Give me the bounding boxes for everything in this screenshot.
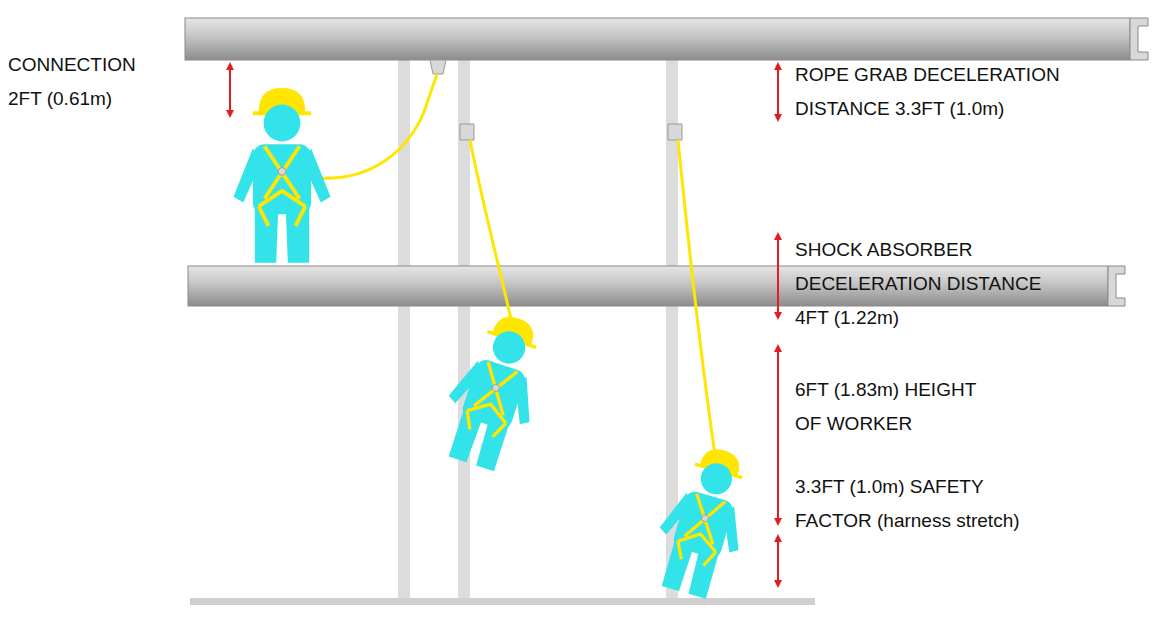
dimension-label: SHOCK ABSORBER DECELERATION DISTANCE 4FT… bbox=[795, 233, 1080, 335]
dimension-label: 3.3FT (1.0m) SAFETY FACTOR (harness stre… bbox=[795, 470, 1045, 538]
dimension-label: CONNECTION 2FT (0.61m) bbox=[8, 48, 168, 116]
dimension-label: 6FT (1.83m) HEIGHT OF WORKER bbox=[795, 373, 1005, 441]
dimension-label: ROPE GRAB DECELERATION DISTANCE 3.3FT (1… bbox=[795, 58, 1080, 126]
